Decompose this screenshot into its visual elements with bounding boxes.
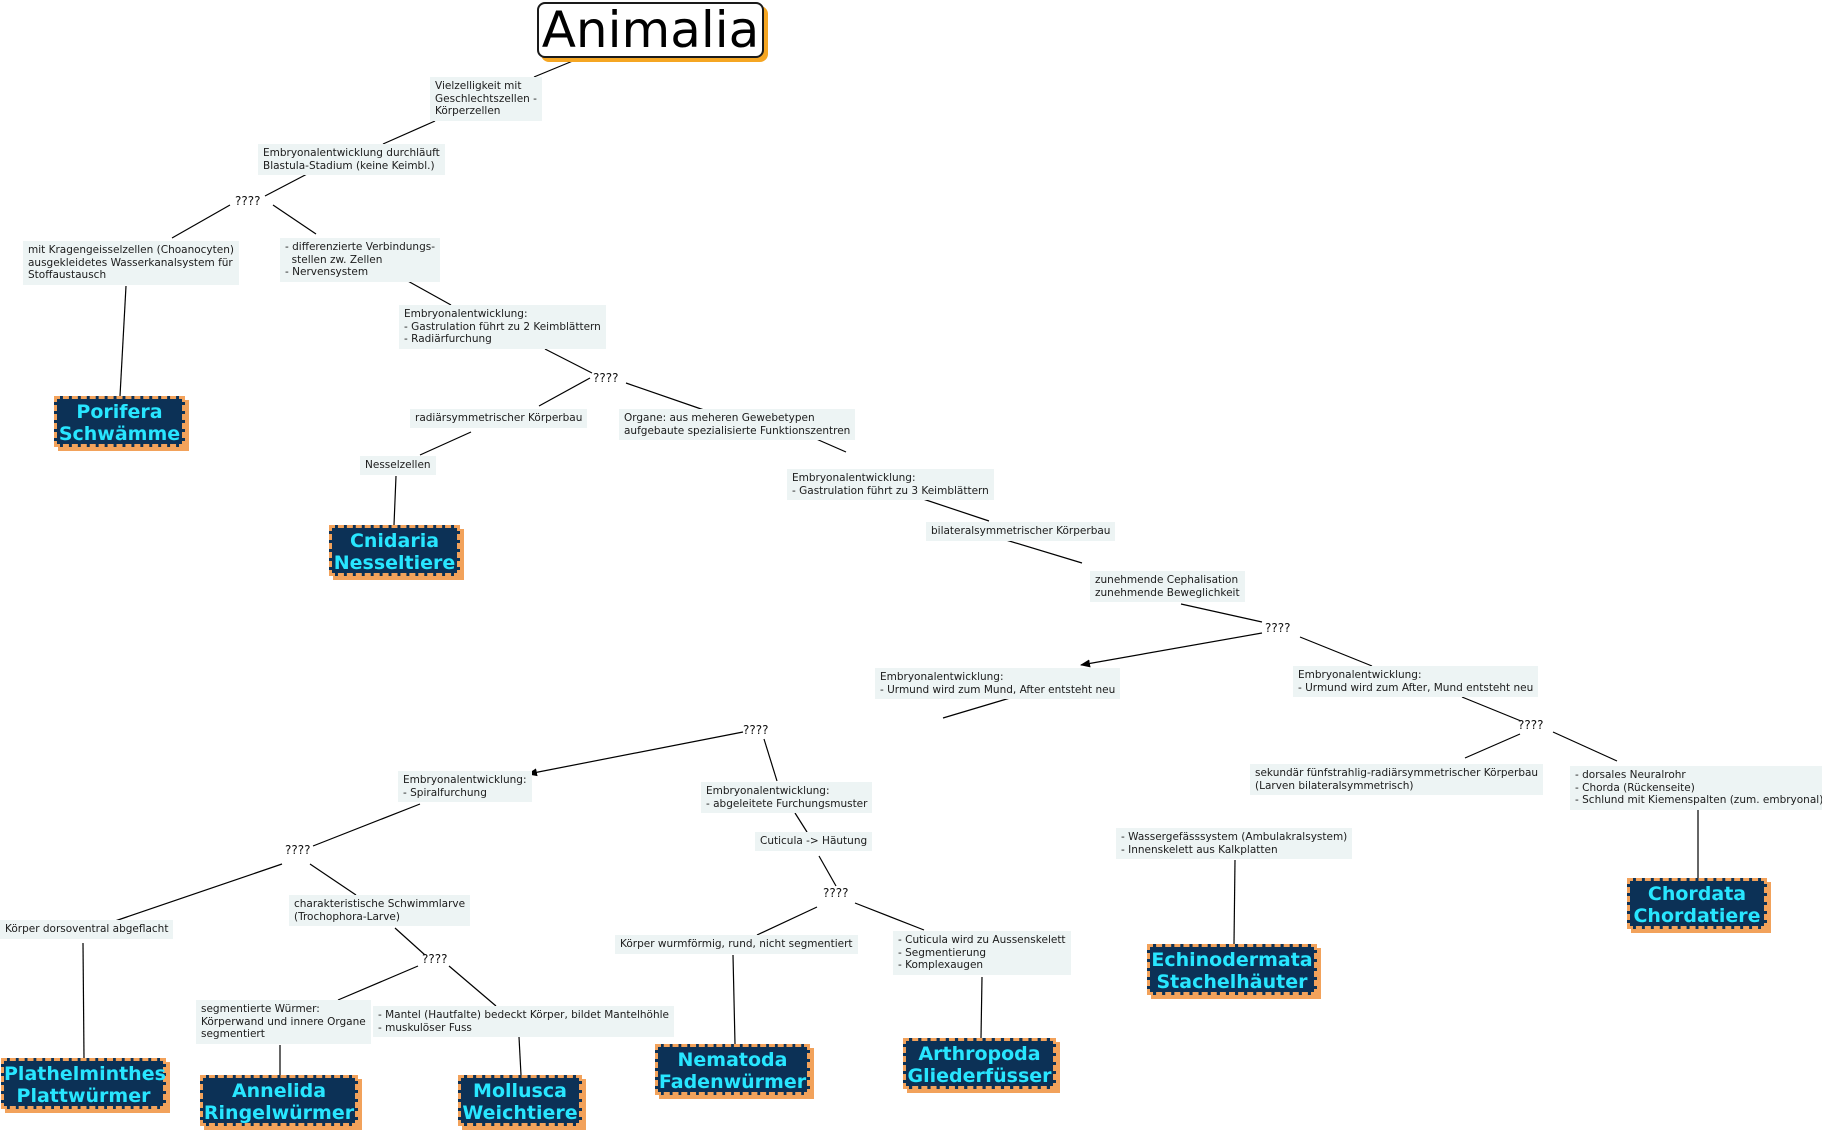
node-urmund-mund[interactable]: Embryonalentwicklung: - Urmund wird zum …: [875, 668, 1121, 699]
edge: [942, 697, 1011, 719]
node-question-7[interactable]: ????: [823, 886, 849, 900]
edge: [732, 954, 736, 1045]
edge: [171, 204, 231, 239]
node-nesselzellen[interactable]: Nesselzellen: [360, 456, 436, 475]
node-question-3[interactable]: ????: [1265, 621, 1291, 635]
node-fuenfstrahlig[interactable]: sekundär fünfstrahlig-radiärsymmetrische…: [1250, 764, 1544, 795]
node-abgeleitete[interactable]: Embryonalentwicklung: - abgeleitete Furc…: [701, 782, 873, 813]
node-spiral[interactable]: Embryonalentwicklung: - Spiralfurchung: [398, 771, 532, 802]
node-question-1[interactable]: ????: [235, 194, 261, 208]
node-wurmfoermig[interactable]: Körper wurmförmig, rund, nicht segmentie…: [615, 935, 858, 954]
node-aussenskelett[interactable]: - Cuticula wird zu Aussenskelett - Segme…: [893, 931, 1071, 975]
edge: [448, 965, 497, 1007]
node-cephalisation[interactable]: zunehmende Cephalisation zunehmende Bewe…: [1090, 571, 1245, 602]
edge: [419, 431, 472, 456]
node-urmund-after[interactable]: Embryonalentwicklung: - Urmund wird zum …: [1293, 666, 1539, 697]
edge: [272, 204, 317, 235]
edge: [1080, 632, 1263, 668]
node-question-6[interactable]: ????: [285, 843, 311, 857]
node-question-5[interactable]: ????: [1518, 718, 1544, 732]
edge: [309, 863, 357, 896]
node-organe[interactable]: Organe: aus meheren Gewebetypen aufgebau…: [619, 409, 856, 440]
node-kragengeissel[interactable]: mit Kragengeisselzellen (Choanocyten) au…: [23, 241, 239, 285]
taxon-porifera[interactable]: Porifera Schwämme: [54, 396, 185, 447]
edge: [1180, 603, 1263, 623]
taxon-chordata[interactable]: Chordata Chordatiere: [1627, 878, 1767, 929]
edge: [394, 927, 426, 956]
edge: [1005, 539, 1083, 564]
node-question-2[interactable]: ????: [593, 371, 619, 385]
edge: [533, 57, 581, 78]
node-blastula[interactable]: Embryonalentwicklung durchläuft Blastula…: [258, 144, 445, 175]
edge: [1464, 733, 1521, 759]
node-question-8[interactable]: ????: [422, 952, 448, 966]
taxon-echinodermata[interactable]: Echinodermata Stachelhäuter: [1147, 944, 1317, 995]
edge: [393, 475, 397, 526]
taxon-plathelminthes[interactable]: Plathelminthes Plattwürmer: [1, 1058, 166, 1109]
node-cuticula[interactable]: Cuticula -> Häutung: [755, 832, 873, 851]
node-dorsoventral[interactable]: Körper dorsoventral abgeflacht: [0, 920, 174, 939]
node-question-4[interactable]: ????: [743, 723, 769, 737]
edge: [1461, 696, 1522, 722]
edge: [544, 348, 593, 374]
edge: [980, 976, 983, 1039]
edge: [527, 731, 744, 777]
node-mantel[interactable]: - Mantel (Hautfalte) bedeckt Körper, bil…: [373, 1006, 674, 1037]
edge: [818, 855, 837, 887]
edge: [312, 803, 421, 847]
node-segmentiert[interactable]: segmentierte Würmer: Körperwand und inne…: [196, 1000, 371, 1044]
taxon-mollusca[interactable]: Mollusca Weichtiere: [458, 1075, 582, 1126]
edge: [337, 965, 419, 1001]
edge: [264, 172, 310, 197]
edge: [119, 285, 127, 397]
node-neuralrohr[interactable]: - dorsales Neuralrohr - Chorda (Rückense…: [1570, 766, 1822, 810]
edge: [763, 738, 778, 782]
node-wassergefaess[interactable]: - Wassergefässsystem (Ambulakralsystem) …: [1116, 828, 1353, 859]
node-vielzelligkeit[interactable]: Vielzelligkeit mit Geschlechtszellen - K…: [430, 77, 542, 121]
diagram-title: Animalia: [537, 2, 764, 58]
node-differenzierte[interactable]: - differenzierte Verbindungs- stellen zw…: [280, 238, 441, 282]
edge: [1233, 859, 1236, 945]
node-gastrulation-3[interactable]: Embryonalentwicklung: - Gastrulation füh…: [787, 469, 994, 500]
edge: [114, 863, 283, 922]
edge: [854, 902, 925, 931]
node-schwimmlarve[interactable]: charakteristische Schwimmlarve (Trochoph…: [289, 895, 471, 926]
edge: [756, 906, 818, 936]
edge: [518, 1036, 522, 1076]
node-gastrulation-2[interactable]: Embryonalentwicklung: - Gastrulation füh…: [399, 305, 606, 349]
edge: [1552, 731, 1618, 762]
taxon-nematoda[interactable]: Nematoda Fadenwürmer: [655, 1044, 810, 1095]
node-radiaer[interactable]: radiärsymmetrischer Körperbau: [410, 409, 588, 428]
taxon-arthropoda[interactable]: Arthropoda Gliederfüsser: [903, 1038, 1056, 1089]
taxon-annelida[interactable]: Annelida Ringelwürmer: [200, 1075, 358, 1126]
edge: [82, 942, 85, 1059]
edge: [538, 377, 591, 407]
taxon-cnidaria[interactable]: Cnidaria Nesseltiere: [329, 525, 460, 576]
edge: [794, 812, 808, 833]
edge: [625, 382, 705, 411]
edge: [405, 279, 452, 306]
edge: [382, 120, 436, 145]
node-bilateral[interactable]: bilateralsymmetrischer Körperbau: [926, 522, 1116, 541]
edge: [1299, 636, 1373, 667]
